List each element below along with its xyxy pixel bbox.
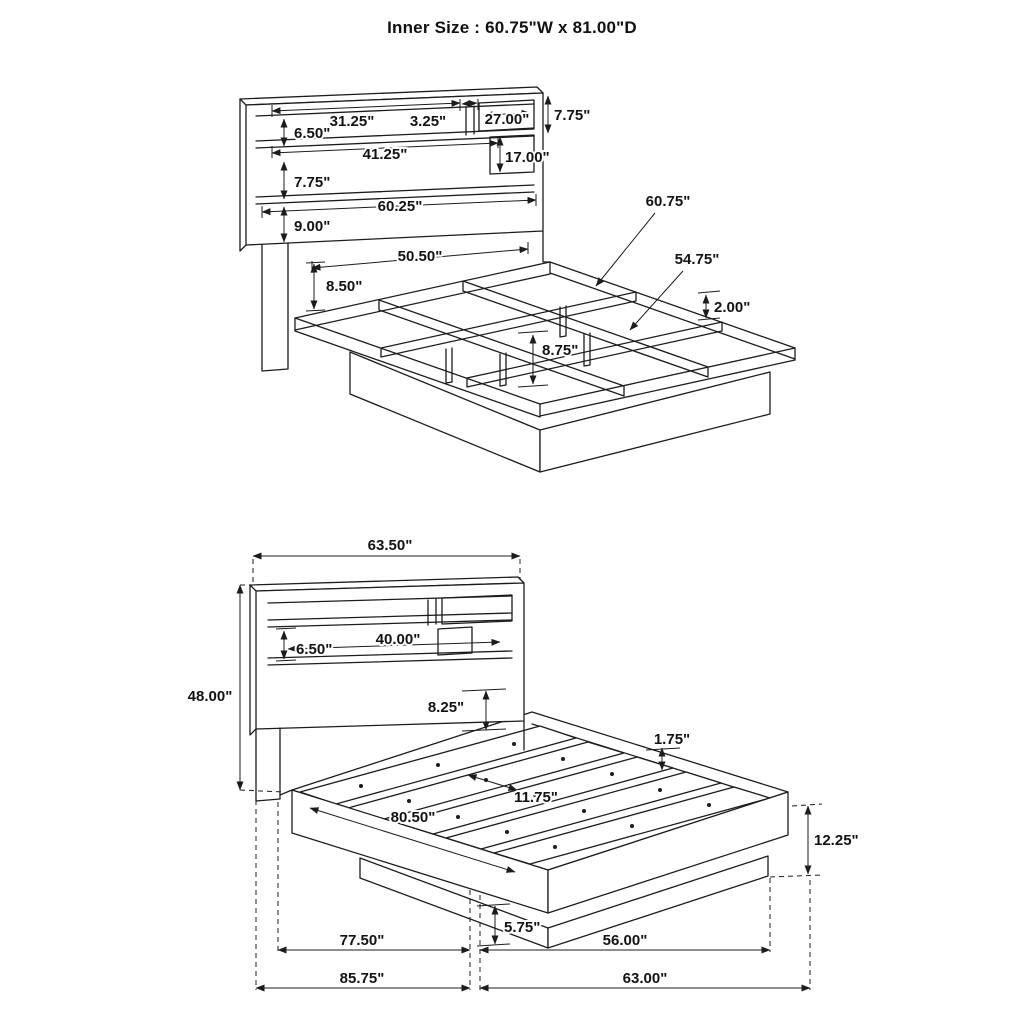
screw-dot (456, 815, 460, 819)
dim-rail-thickness: 2.00" (714, 299, 750, 316)
headboard-shelf-lines (267, 595, 513, 666)
center-rail (378, 299, 625, 397)
dim-rail-drop-height: 8.50" (326, 278, 362, 295)
top-bed-structure (239, 86, 796, 473)
dim-shelf-opening-height: 6.50" (294, 125, 330, 142)
screw-dot (512, 742, 516, 746)
dim-headboard-outer-width: 63.50" (368, 537, 413, 554)
headboard-lower-compartment (489, 134, 535, 175)
dim-middle-board-height: 7.75" (294, 174, 330, 191)
screw-dot (610, 772, 614, 776)
dim-overall-depth: 85.75" (340, 970, 385, 987)
support-leg (559, 305, 567, 338)
support-leg (445, 347, 453, 384)
bottom-perspective-view: 63.50" 48.00" 6.50" 40.00" 8.25" 1.75" 1… (186, 535, 861, 992)
dim-overall-width: 63.00" (623, 970, 668, 987)
headboard-right-compartment (441, 594, 513, 625)
dim-platform-depth: 77.50" (340, 932, 385, 949)
near-side-rail (294, 317, 541, 418)
plinth-foot-face (539, 371, 771, 473)
head-rail (294, 261, 551, 331)
dim-shelf-opening-height: 6.50" (296, 641, 332, 658)
dim-shelf-width-right: 27.00" (485, 111, 530, 128)
screw-dot (582, 809, 586, 813)
dim-shelf-opening-width: 40.00" (376, 631, 421, 648)
top-perspective-view: 6.50" 31.25" 3.25" 27.00" 7.75" 17.00" 4… (239, 86, 796, 473)
platform-foot-face (547, 791, 789, 914)
screw-dot (707, 803, 711, 807)
headboard-left-edge (249, 584, 257, 736)
bottom-dimension-lines (236, 552, 823, 992)
dim-base-width: 56.00" (603, 932, 648, 949)
dim-slat-spacing: 11.75" (514, 789, 558, 806)
headboard-left-leg (261, 242, 289, 372)
screw-dot (407, 799, 411, 803)
bottom-dimension-labels: 63.50" 48.00" 6.50" 40.00" 8.25" 1.75" 1… (186, 535, 861, 989)
dim-lower-board-height: 9.00" (294, 218, 330, 235)
dim-plinth-height: 5.75" (504, 919, 540, 936)
dim-slat-length-leader: 54.75" (675, 251, 720, 268)
cross-slat (380, 291, 637, 358)
headboard-right-compartment (478, 99, 535, 132)
dim-deck-to-base-height: 8.75" (542, 342, 578, 359)
dim-platform-length: 80.50" (391, 809, 436, 826)
headboard-left-leg (255, 727, 293, 802)
dim-footboard-height: 12.25" (814, 832, 859, 849)
screw-dot (630, 824, 634, 828)
headboard-left-edge (239, 98, 247, 252)
dim-headboard-height: 48.00" (188, 688, 233, 705)
dim-headboard-to-deck: 8.25" (428, 699, 464, 716)
dim-middle-shelf-width: 41.25" (363, 146, 408, 163)
plinth-foot-face (547, 855, 769, 949)
cross-slat (466, 321, 723, 388)
screw-dot (359, 784, 363, 788)
inner-size-title: Inner Size : 60.75"W x 81.00"D (387, 18, 637, 37)
top-dimension-labels: 6.50" 31.25" 3.25" 27.00" 7.75" 17.00" 4… (292, 105, 752, 361)
screw-dot (436, 763, 440, 767)
dim-compartment-width: 17.00" (505, 149, 550, 166)
center-rail (462, 280, 709, 378)
screw-dot (553, 845, 557, 849)
far-side-rail (549, 261, 796, 360)
dim-rail-lip-thickness: 1.75" (654, 731, 690, 748)
screw-dot (505, 830, 509, 834)
screw-dot (658, 788, 662, 792)
dim-inner-head-width: 50.50" (398, 248, 443, 265)
dim-shelf-width-left: 31.25" (330, 113, 375, 130)
bottom-bed-structure (249, 576, 789, 949)
headboard-shelf-divider (465, 105, 475, 136)
dim-headboard-width: 60.25" (378, 198, 423, 215)
headboard-right-support (542, 230, 551, 263)
top-dimension-lines (261, 95, 721, 388)
dim-top-shelf-height: 7.75" (554, 107, 590, 124)
foot-rail (539, 347, 796, 417)
headboard-shelf-divider (427, 598, 437, 626)
dim-inner-width-leader: 60.75" (646, 193, 691, 210)
screw-dot (561, 757, 565, 761)
screw-dot (533, 793, 537, 797)
dim-divider-width: 3.25" (410, 113, 446, 130)
